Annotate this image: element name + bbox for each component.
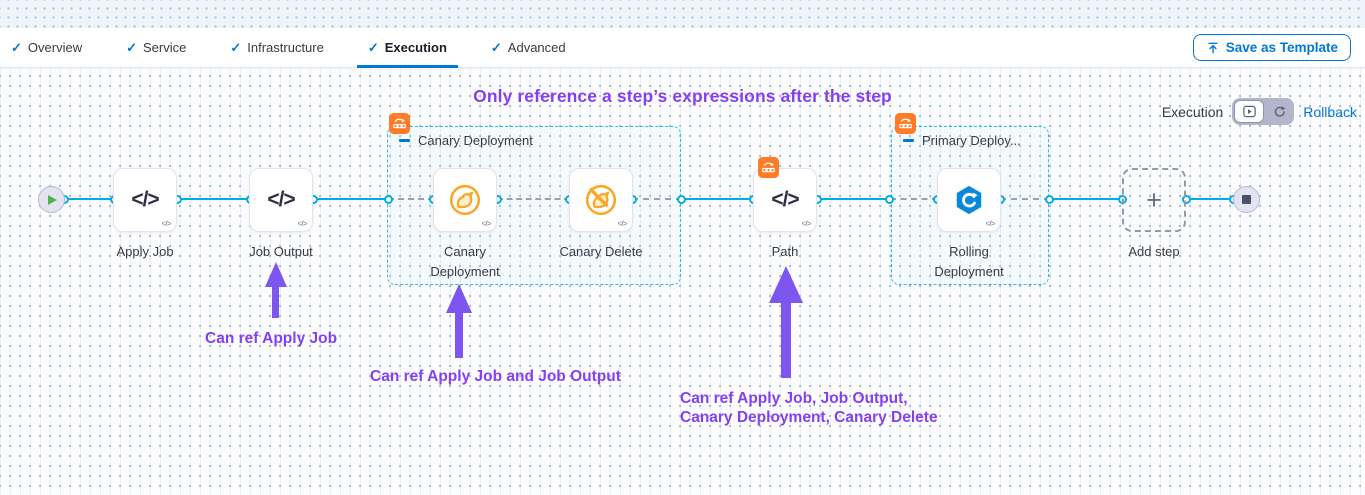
execution-rollback-toggle[interactable] [1232,98,1295,125]
connector-dashed [1000,198,1050,200]
tab-label: Advanced [507,40,566,55]
code-badge-icon: </> [161,219,172,228]
group-label-canary[interactable]: Canary Deployment [399,133,533,148]
rollout-badge-icon [758,157,779,178]
connector [681,198,754,200]
code-badge-icon: </> [481,219,492,228]
connector-dashed [497,198,570,200]
tab-execution[interactable]: ✓ Execution [356,28,458,68]
play-icon [48,194,57,205]
tab-infrastructure[interactable]: ✓ Infrastructure [219,28,335,67]
annotation-arrow-shaft [781,300,791,378]
annotation-ref-path: Can ref Apply Job, Job Output, Canary De… [680,390,938,426]
collapse-icon[interactable] [903,139,914,142]
shell-script-icon: </> [267,188,295,211]
annotation-arrow-icon [446,284,472,313]
shell-script-icon: </> [131,188,159,211]
connector-point [676,194,686,204]
connector [313,198,388,200]
check-icon: ✓ [126,39,137,55]
annotation-ref-job-output: Can ref Apply Job [205,330,338,347]
step-card-job-output[interactable]: </> </> [249,168,313,232]
tab-label: Overview [27,40,83,55]
step-card-canary-delete[interactable]: </> [569,168,633,232]
tab-label: Service [143,40,187,55]
upload-icon [1208,42,1218,53]
save-as-template-label: Save as Template [1225,40,1338,55]
code-badge-icon: </> [617,219,628,228]
code-badge-icon: </> [801,219,812,228]
tab-service[interactable]: ✓ Service [115,28,197,67]
annotation-arrow-shaft [455,311,463,358]
rollback-link[interactable]: Rollback [1303,103,1357,120]
collapse-icon[interactable] [399,139,410,142]
tab-overview[interactable]: ✓ Overview [0,28,93,67]
connector [177,198,250,200]
group-label-primary[interactable]: Primary Deploy... [903,133,1021,148]
connector-point [1181,194,1191,204]
check-icon: ✓ [367,39,379,55]
rollback-toggle-button[interactable] [1264,100,1292,123]
check-icon: ✓ [490,39,502,55]
code-badge-icon: </> [985,219,996,228]
connector-point [383,194,393,204]
stop-icon [1242,195,1251,204]
stage-tab-bar: ✓ Overview ✓ Service ✓ Infrastructure ✓ … [0,28,1365,68]
step-label-add-step: Add step [1128,244,1180,259]
annotation-arrow-icon [769,266,803,303]
code-badge-icon: </> [297,219,308,228]
step-card-rolling-deployment[interactable]: </> [937,168,1001,232]
step-label-job-output: Job Output [249,244,313,259]
canvas-top-strip [0,0,1365,28]
save-as-template-button[interactable]: Save as Template [1192,34,1351,61]
tab-label: Execution [384,40,447,55]
step-card-canary-deployment[interactable]: </> [433,168,497,232]
pipeline-canvas[interactable]: Only reference a step’s expressions afte… [0,68,1365,495]
step-label-rolling-deployment: Rolling Deployment [934,244,1004,279]
tab-label: Infrastructure [247,40,324,55]
execution-mode-label: Execution [1161,103,1224,120]
step-card-path[interactable]: </> </> [753,168,817,232]
step-label-path: Path [771,244,799,259]
connector [1185,198,1235,200]
step-label-canary-deployment: Canary Deployment [430,244,500,279]
annotation-ref-canary: Can ref Apply Job and Job Output [370,368,621,385]
stage-tabs: ✓ Overview ✓ Service ✓ Infrastructure ✓ … [0,28,599,68]
canary-delete-icon [585,184,617,216]
annotation-heading: Only reference a step’s expressions afte… [473,86,892,106]
step-card-apply-job[interactable]: </> </> [113,168,177,232]
connector-dashed [388,198,434,200]
pipeline-end-node [1233,186,1260,213]
step-label-canary-delete: Canary Delete [559,244,643,259]
step-label-apply-job: Apply Job [116,244,174,259]
execution-mode-row: Execution Rollback [1162,98,1357,125]
check-icon: ✓ [230,39,242,55]
pipeline-start-node [38,186,65,213]
annotation-arrow-icon [265,262,287,287]
shell-script-icon: </> [771,188,799,211]
connector-dashed [890,198,938,200]
rollback-arrow-icon [1274,106,1285,117]
plus-icon: + [1146,184,1162,215]
execution-toggle-button[interactable] [1234,100,1265,123]
rollout-badge-icon [389,113,410,134]
add-step-button[interactable]: + [1122,168,1186,232]
play-square-icon [1243,105,1256,118]
rollout-badge-icon [895,113,916,134]
connector [62,198,114,200]
connector-point [1044,194,1054,204]
check-icon: ✓ [11,39,22,55]
canary-deployment-icon [449,184,481,216]
tab-advanced[interactable]: ✓ Advanced [480,28,577,67]
annotation-arrow-shaft [272,285,279,318]
connector-point [884,194,894,204]
connector-dashed [632,198,682,200]
connector [816,198,890,200]
rolling-deployment-icon [956,186,982,214]
connector [1049,198,1123,200]
